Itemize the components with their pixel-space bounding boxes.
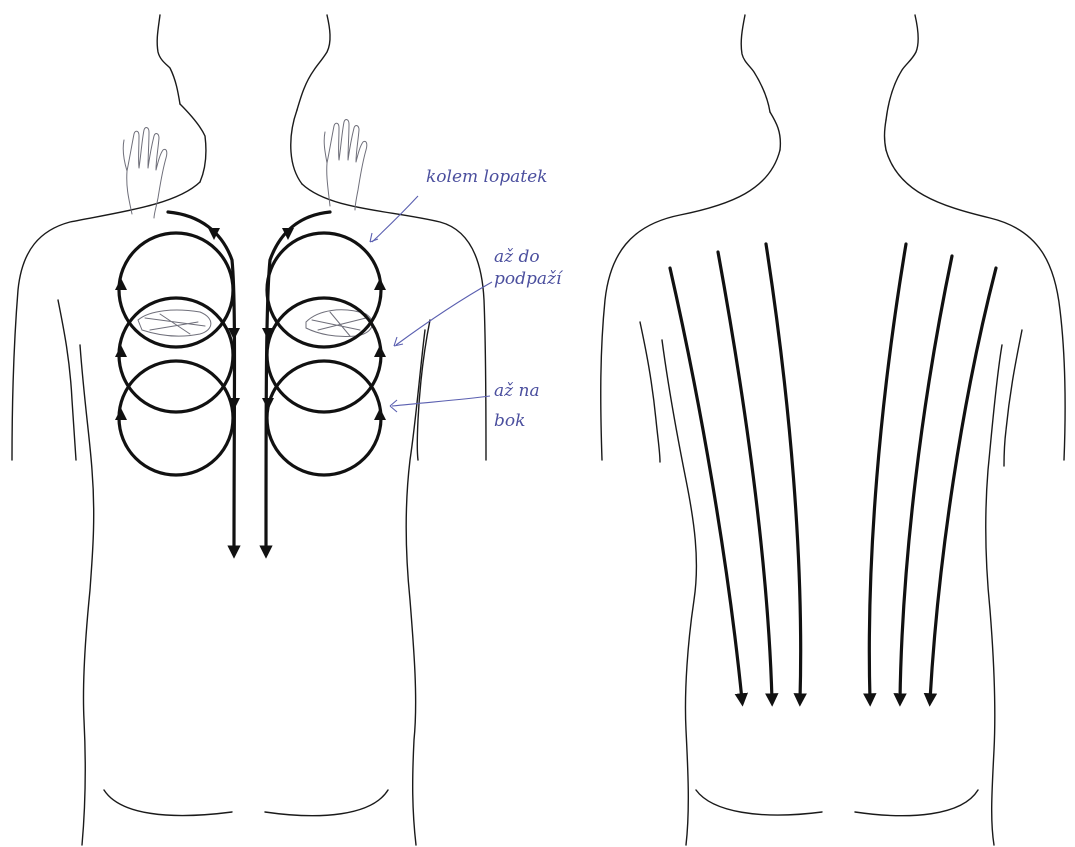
annotation-to-side: až na bok	[494, 380, 540, 432]
shoulder-blade-sketch	[138, 310, 372, 337]
annotation-to-side-line1: až na	[494, 380, 540, 402]
downward-strokes	[670, 244, 996, 700]
annotation-to-armpit-line1: až do	[494, 246, 561, 268]
annotation-to-side-line2: bok	[494, 410, 540, 432]
annotation-to-armpit-line2: podpaží	[494, 268, 561, 290]
arrowhead-icon	[115, 228, 386, 420]
annotation-pointers	[370, 196, 492, 412]
annotation-shoulder-blade: kolem lopatek	[426, 166, 547, 188]
left-back-figure	[12, 15, 486, 845]
hand-icon	[324, 120, 367, 210]
circle-strokes-right	[266, 212, 381, 552]
hand-icon	[123, 128, 167, 218]
circle-strokes-left	[119, 212, 235, 552]
right-back-figure	[601, 15, 1065, 845]
annotation-to-armpit: až do podpaží	[494, 246, 561, 290]
